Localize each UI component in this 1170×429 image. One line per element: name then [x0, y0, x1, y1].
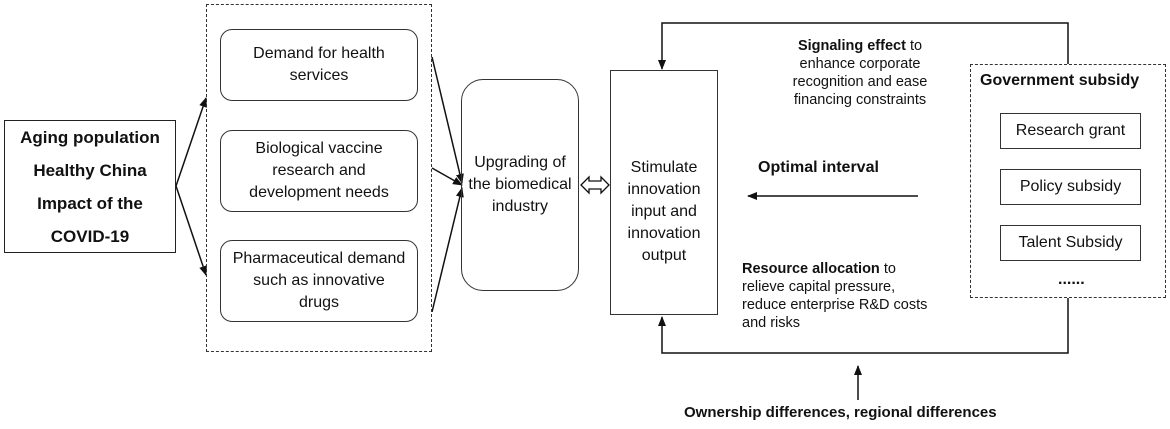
signaling-rest: to [905, 38, 923, 54]
driver-covid: COVID-19 [50, 226, 130, 246]
resource-bold: Resource allocation [742, 261, 880, 277]
need-vaccine-rd: Biological vaccine research and developm… [220, 130, 418, 212]
need-health-services-label: Demand for health services [253, 45, 385, 84]
signaling-note: Signaling effect to enhance corporate re… [760, 37, 960, 109]
stimulate-box: Stimulate innovation input and innovatio… [610, 70, 718, 315]
arrow-signaling-path [658, 22, 1069, 70]
subsidy-policy-label: Policy subsidy [1019, 178, 1122, 195]
driver-aging: Aging population [20, 127, 160, 147]
need-vaccine-rd-label: Biological vaccine research and developm… [249, 140, 389, 201]
subsidy-talent-label: Talent Subsidy [1018, 234, 1123, 251]
arrow-drivers-to-pharma [175, 185, 207, 276]
resource-line3: reduce enterprise R&D costs [742, 297, 928, 313]
resource-note: Resource allocation to relieve capital p… [742, 260, 972, 332]
arrow-resource-path [658, 298, 1069, 354]
signaling-line4: financing constraints [793, 92, 927, 108]
arrow-health-to-upgrade [431, 56, 464, 184]
driver-impact: Impact of the [37, 193, 143, 213]
driver-healthy-china: Healthy China [33, 160, 147, 180]
need-pharmaceutical: Pharmaceutical demand such as innovative… [220, 240, 418, 322]
optimal-interval-label: Optimal interval [758, 159, 879, 176]
subsidy-talent: Talent Subsidy [1000, 225, 1141, 261]
upgrade-label: Upgrading of the biomedical industry [468, 154, 572, 215]
arrow-pharma-to-upgrade [431, 187, 464, 313]
government-subsidy-title: Government subsidy [980, 72, 1140, 89]
moderator-label: Ownership differences, regional differen… [684, 404, 997, 421]
arrow-vaccine-to-upgrade [431, 167, 463, 186]
subsidy-research-grant: Research grant [1000, 113, 1141, 149]
resource-line4: and risks [742, 315, 801, 331]
signaling-line2: enhance corporate [799, 56, 921, 72]
stimulate-label: Stimulate innovation input and innovatio… [627, 159, 701, 264]
subsidy-research-grant-label: Research grant [1015, 122, 1126, 139]
upgrade-box: Upgrading of the biomedical industry [461, 79, 579, 291]
subsidy-ellipsis: ...... [1058, 271, 1085, 288]
need-pharmaceutical-label: Pharmaceutical demand such as innovative… [232, 250, 406, 311]
needs-group [206, 4, 432, 352]
drivers-box: Aging population Healthy China Impact of… [4, 120, 176, 253]
signaling-bold: Signaling effect [797, 38, 906, 54]
double-arrow [580, 175, 610, 195]
arrow-drivers-to-health [175, 97, 207, 187]
resource-line2: relieve capital pressure, [742, 279, 896, 295]
resource-rest: to [879, 261, 896, 277]
signaling-line3: recognition and ease [792, 74, 928, 90]
subsidy-policy: Policy subsidy [1000, 169, 1141, 205]
government-subsidy-group [970, 64, 1166, 298]
need-health-services: Demand for health services [220, 29, 418, 101]
